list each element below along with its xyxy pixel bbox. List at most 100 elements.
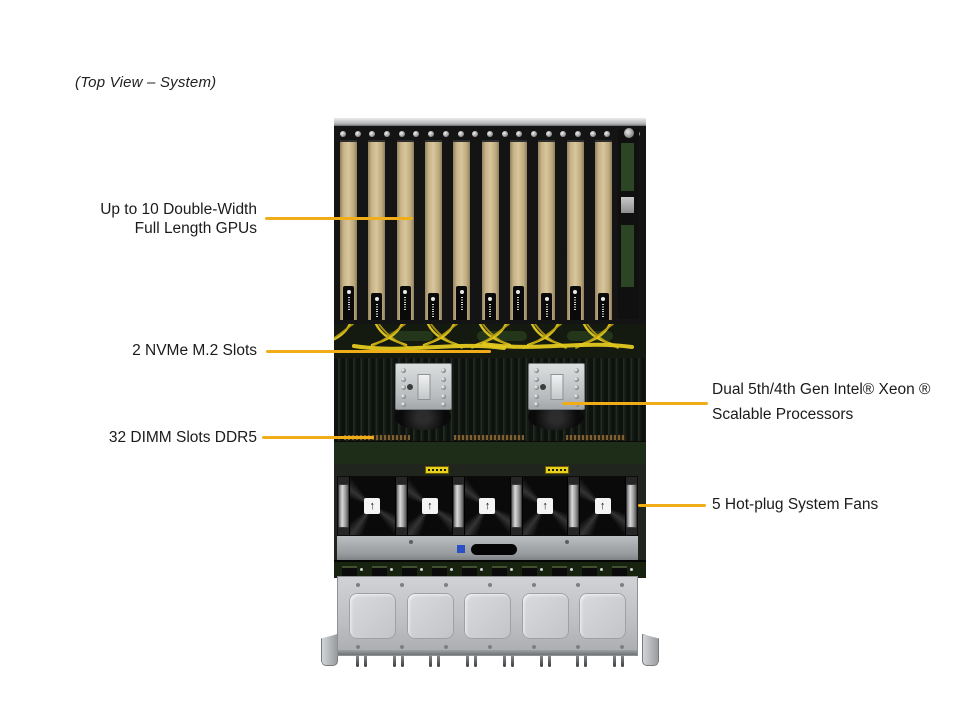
backplane-component	[582, 566, 597, 576]
callout-label-cpu: Dual 5th/4th Gen Intel® Xeon ® Scalable …	[712, 377, 930, 427]
gpu-card	[538, 140, 556, 320]
fan-airflow-label: ↑	[594, 498, 611, 514]
alignment-pin	[466, 655, 470, 667]
gpu-card	[396, 140, 414, 320]
panel-screw	[576, 583, 580, 587]
backplane-led	[600, 568, 603, 571]
gpu-card	[481, 140, 499, 320]
screw	[409, 540, 413, 544]
panel-edge	[338, 650, 637, 655]
screw	[398, 130, 405, 137]
alignment-pin	[576, 655, 580, 667]
panel-screw	[400, 645, 404, 649]
gpu-card-end-bracket	[343, 286, 354, 320]
gpu-card-end-bracket	[399, 286, 411, 320]
screw	[428, 130, 435, 137]
fan-cage-bar	[337, 536, 638, 560]
gpu-slot-row	[340, 140, 612, 320]
callout-line-dimm	[262, 436, 374, 439]
heatsink-screw	[401, 376, 406, 382]
heatsink-screw	[441, 385, 446, 390]
heatsink-screw	[401, 402, 406, 407]
nvidia-logo-icon	[573, 290, 578, 294]
backplane-led	[570, 568, 573, 571]
backplane-component	[372, 566, 387, 576]
mounting-ear-right	[642, 634, 659, 666]
gpu-card	[509, 140, 527, 320]
pcb-segment	[621, 225, 634, 287]
screw	[354, 130, 361, 137]
nvidia-logo-icon	[346, 290, 351, 294]
system-fan: ↑	[521, 477, 569, 535]
gpu-card-end-bracket	[597, 293, 609, 320]
motherboard-dimm-area	[334, 358, 646, 464]
heatsink-screw	[534, 393, 539, 399]
screw	[516, 130, 523, 137]
backplane-led	[630, 568, 633, 571]
alignment-pin	[539, 655, 543, 667]
gpu-card-end-bracket	[456, 286, 468, 320]
panel-screw	[488, 583, 492, 587]
backplane-component	[522, 566, 537, 576]
alignment-pin	[392, 655, 396, 667]
screw	[384, 130, 391, 137]
dimm-connector-row	[454, 435, 524, 440]
gpu-card-end-bracket	[512, 286, 524, 320]
screw	[560, 130, 567, 137]
fan-hotplug-handle	[510, 484, 522, 528]
pin-pair	[539, 655, 551, 667]
heatsink-screw	[574, 368, 579, 373]
backplane-component	[432, 566, 447, 576]
motherboard-pcb-strip	[334, 441, 646, 464]
gpu-card-end-bracket	[541, 293, 553, 320]
panel-screw	[444, 645, 448, 649]
heatsink-screw	[534, 368, 539, 373]
screw	[575, 130, 581, 137]
heatsink-screw	[534, 402, 539, 407]
heatsink-screw	[441, 376, 446, 382]
callout-label-gpus-line2: Full Length GPUs	[134, 219, 257, 237]
gpu-bay	[334, 126, 646, 324]
nvidia-vertical-text	[489, 304, 492, 317]
pin-pair	[502, 655, 514, 667]
nvidia-logo-icon	[403, 290, 408, 294]
power-cable	[352, 343, 506, 351]
callout-line-fans	[638, 504, 706, 507]
cpu-heatsink-right	[528, 363, 585, 410]
callout-label-dimm: 32 DIMM Slots DDR5	[108, 429, 257, 446]
pin-pair	[612, 655, 624, 667]
fan-hotplug-handle	[338, 484, 349, 528]
backplane-led	[360, 568, 363, 571]
screw	[369, 130, 376, 137]
blue-component	[457, 545, 465, 553]
fan-hotplug-handle	[453, 484, 465, 528]
heatsink-screw	[574, 376, 579, 382]
panel-screw	[400, 583, 404, 587]
callout-label-nvme: 2 NVMe M.2 Slots	[132, 342, 257, 359]
fan-airflow-label: ↑	[364, 498, 381, 514]
fan-airflow-label: ↑	[479, 498, 496, 514]
callout-line-cpu	[562, 402, 708, 405]
screw	[604, 130, 611, 137]
pin-pair	[356, 655, 367, 667]
alignment-pin	[612, 655, 616, 667]
heatsink-screw	[534, 376, 539, 382]
screw	[457, 130, 464, 137]
alignment-pin	[474, 655, 478, 667]
backplane-component	[402, 566, 417, 576]
panel-cover	[349, 593, 396, 639]
warning-sticker	[545, 466, 569, 474]
backplane-component	[492, 566, 507, 576]
dimm-connector-row	[344, 435, 410, 440]
backplane-pcb	[334, 560, 646, 578]
nvidia-logo-icon	[601, 297, 606, 301]
heatsink-screw	[441, 402, 446, 407]
screw	[472, 130, 479, 137]
fan-hotplug-handle	[395, 484, 407, 528]
panel-screw	[444, 583, 448, 587]
gpu-card	[594, 140, 612, 320]
backplane-component	[552, 566, 567, 576]
screw	[501, 130, 508, 137]
nvidia-vertical-text	[347, 297, 350, 310]
callout-line-gpus	[265, 217, 413, 220]
